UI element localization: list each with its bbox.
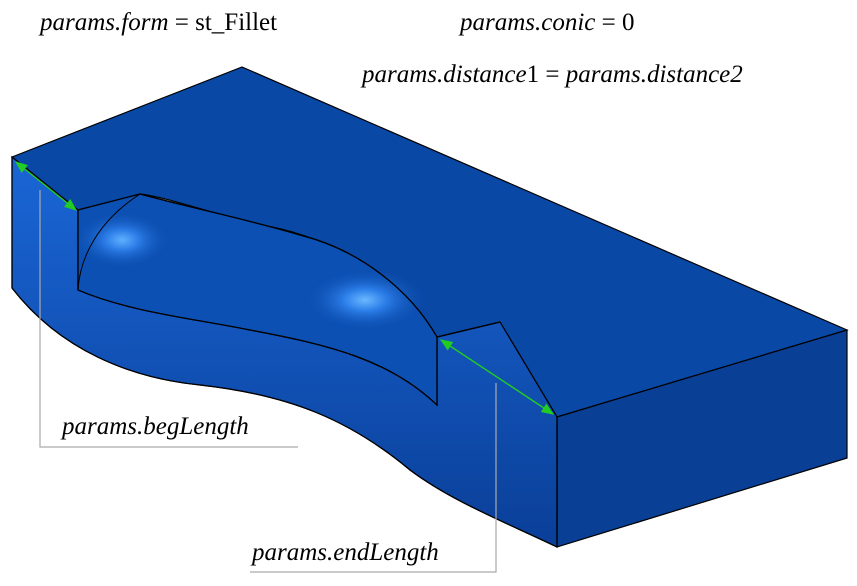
dot-sep: . <box>535 9 542 36</box>
fillet-top-edge <box>139 193 438 338</box>
dot-sep: . <box>640 61 647 88</box>
beg-length-label: params.begLength <box>62 413 249 440</box>
distance-right-index: 2 <box>730 61 743 88</box>
conic-value: 0 <box>622 9 635 36</box>
form-field: form <box>121 9 169 36</box>
end-length-label: params.endLength <box>252 539 439 566</box>
distance-label: params.distance1 = params.distance2 <box>362 62 743 87</box>
dot-sep: . <box>115 9 122 36</box>
conic-label: params.conic = 0 <box>460 10 635 35</box>
form-label: params.form = st_Fillet <box>40 10 277 35</box>
form-value: st_Fillet <box>195 9 278 36</box>
dot-sep: . <box>437 61 444 88</box>
form-var: params <box>40 9 116 36</box>
end-length-arrow <box>439 339 555 415</box>
conic-field: conic <box>541 9 596 36</box>
distance-right-field: distance <box>646 61 731 88</box>
distance-left-var: params <box>362 61 438 88</box>
form-eq: = <box>174 9 189 36</box>
fillet-inner-edge <box>77 193 141 291</box>
fillet-bottom-edge <box>77 289 438 406</box>
distance-left-field: distance <box>443 61 527 88</box>
front-bottom-edge <box>11 287 558 548</box>
conic-var: params <box>460 9 536 36</box>
fillet-highlight-left <box>72 210 172 270</box>
distance-eq: = <box>545 61 560 88</box>
end-length-leader <box>250 383 497 573</box>
conic-eq: = <box>601 9 616 36</box>
distance-right-var: params <box>565 61 641 88</box>
fillet-highlight-right <box>303 268 427 332</box>
beg-length-arrow <box>15 161 77 211</box>
beg-length-leader <box>39 190 298 448</box>
distance-left-index: 1 <box>526 61 540 88</box>
